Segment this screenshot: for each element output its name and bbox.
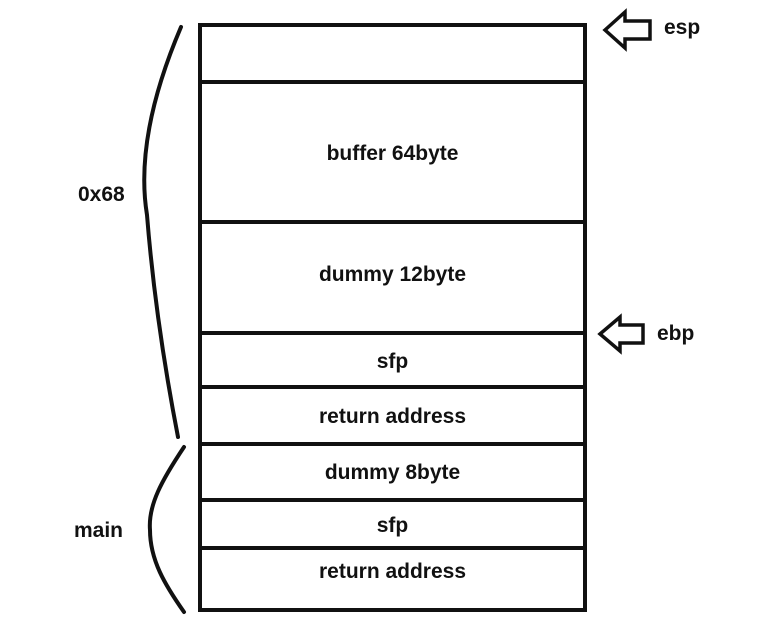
esp-arrow-icon [602,8,652,52]
upper-group-label: 0x68 [78,183,125,206]
main-dummy-cell-label: dummy 8byte [324,461,461,484]
lower-group-label: main [74,519,124,542]
main-return-address-cell-label: return address [318,560,467,583]
stack-outline [198,23,587,612]
esp-label: esp [664,16,701,39]
lower-brace-icon [147,445,186,614]
buffer-cell-label: buffer 64byte [326,142,459,165]
dummy-cell-label: dummy 12byte [318,263,467,286]
main-sfp-cell-label: sfp [376,514,409,537]
upper-brace-icon [142,25,183,439]
sfp-cell-label: sfp [376,350,409,373]
ebp-arrow-icon [597,313,645,355]
ebp-label: ebp [657,322,695,345]
return-address-cell-label: return address [318,405,467,428]
